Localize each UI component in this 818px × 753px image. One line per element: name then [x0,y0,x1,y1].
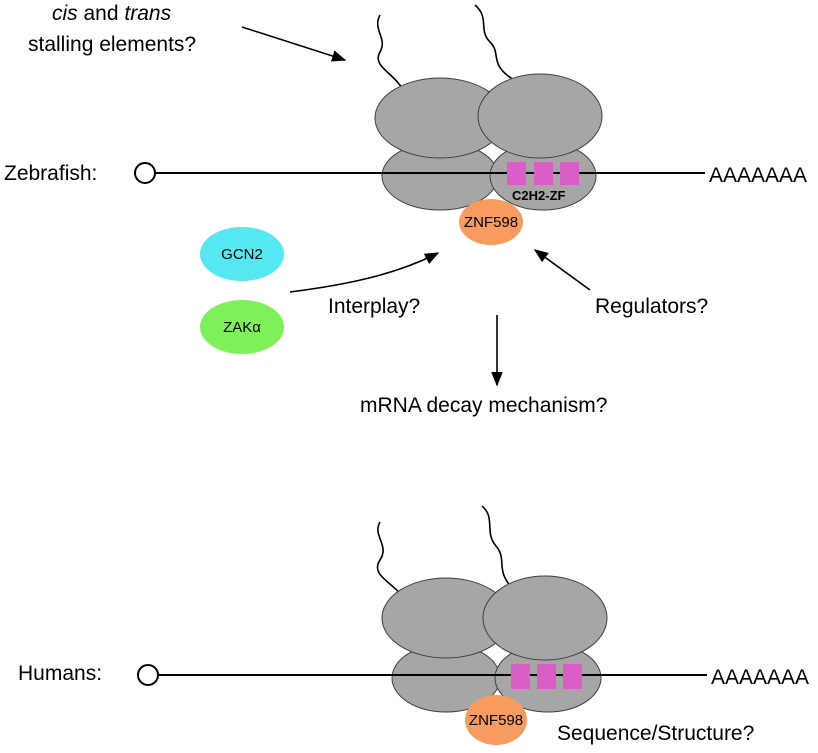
sequence-structure-label: Sequence/Structure? [557,722,754,745]
znf598-label: ZNF598 [464,214,518,231]
zinc-finger-box-2 [534,162,553,185]
nascent-peptide-1 [376,14,403,89]
znf598-ellipse [459,199,523,245]
stalling-elements-title-line1: cis and trans [52,2,172,25]
nascent-peptide-2 [474,4,515,81]
zinc-finger-box-6 [563,664,582,689]
gcn2-ellipse [200,227,284,281]
zebrafish-label: Zebrafish: [4,162,97,185]
znf598-ellipse-human [465,695,527,745]
mrna-5prime-cap-human [137,664,159,686]
ribosome-4-large-subunit [482,575,608,661]
zak-label: ZAKα [223,319,261,336]
zinc-finger-box-3 [560,162,579,185]
gcn2-label: GCN2 [221,246,263,263]
interplay-arrow [289,252,440,293]
mrna-decay-label: mRNA decay mechanism? [360,394,607,417]
stalling-arrow [241,26,347,62]
zinc-finger-box-5 [537,664,556,689]
nascent-peptide-3 [376,521,403,597]
mrna-5prime-cap [134,162,156,184]
humans-panel: Humans: AAAAAAA ZNF598 Sequence/Structur… [18,505,809,745]
trans-label: trans [124,2,171,25]
cis-label: cis [52,2,78,25]
poly-a-tail: AAAAAAA [709,164,807,187]
and-label: and [78,2,125,25]
zebrafish-panel: cis and trans stalling elements? Zebrafi… [4,2,807,417]
poly-a-tail-human: AAAAAAA [711,666,809,689]
zinc-finger-box-4 [511,664,530,689]
stalling-elements-title-line2: stalling elements? [28,33,196,56]
c2h2-zf-label: C2H2-ZF [512,188,566,203]
humans-label: Humans: [18,662,102,685]
interplay-label: Interplay? [328,295,420,318]
ribosome-2-large-subunit [477,73,603,159]
nascent-peptide-4 [481,505,515,591]
zak-ellipse [200,300,284,354]
regulators-label: Regulators? [595,295,708,318]
znf598-label-human: ZNF598 [469,712,523,729]
regulators-arrow [533,249,591,291]
zinc-finger-box-1 [507,162,526,185]
